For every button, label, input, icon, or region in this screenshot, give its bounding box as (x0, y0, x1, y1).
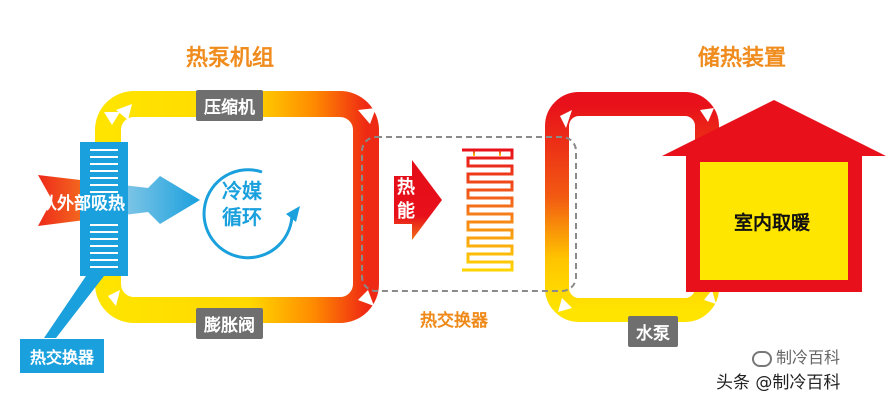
central-heat-exchanger-coil (462, 148, 514, 272)
flow-arrow-icon (116, 104, 132, 120)
watermark-main: 头条 @制冷百科 (716, 373, 841, 393)
house-icon (662, 100, 886, 292)
flow-arrow-icon (560, 110, 572, 128)
refrigerant-cycle-line2: 循环 (222, 205, 262, 229)
center-heat-exchanger-label: 热交换器 (420, 311, 488, 331)
heat-energy-char2: 能 (397, 201, 415, 222)
heat-energy-label: 热 能 (395, 176, 417, 224)
refrigerant-cycle-label: 冷媒 循环 (222, 178, 262, 230)
watermark-faint: 制冷百科 (752, 344, 840, 368)
flow-arrow-icon (700, 108, 714, 122)
expansion-valve-label: 膨胀阀 (196, 308, 263, 339)
absorb-heat-label: 从外部吸热 (40, 194, 125, 214)
water-pump-label: 水泵 (628, 316, 678, 347)
indoor-heating-label: 室内取暖 (734, 212, 811, 234)
cycle-arrow-icon (202, 168, 300, 260)
flow-arrow-icon (358, 108, 376, 124)
left-heat-exchanger (44, 142, 128, 338)
heat-pump-unit-title: 热泵机组 (186, 46, 275, 71)
heat-energy-arrow (394, 160, 442, 240)
flow-arrows (104, 104, 716, 312)
flow-arrow-icon (558, 298, 572, 312)
flow-arrow-icon (104, 112, 120, 125)
wechat-icon (752, 350, 772, 367)
refrigerant-cycle-line1: 冷媒 (222, 179, 262, 203)
heat-exchanger-boundary (361, 136, 577, 292)
water-loop (545, 92, 719, 322)
left-heat-exchanger-label: 热交换器 (20, 339, 105, 373)
heat-energy-char1: 热 (397, 177, 415, 198)
flow-arrow-icon (358, 290, 374, 306)
watermark-faint-text: 制冷百科 (776, 348, 841, 367)
compressor-label: 压缩机 (196, 90, 263, 121)
flow-arrow-icon (704, 290, 716, 304)
flow-arrow-icon (108, 290, 120, 306)
heat-storage-title: 储热装置 (698, 46, 787, 71)
